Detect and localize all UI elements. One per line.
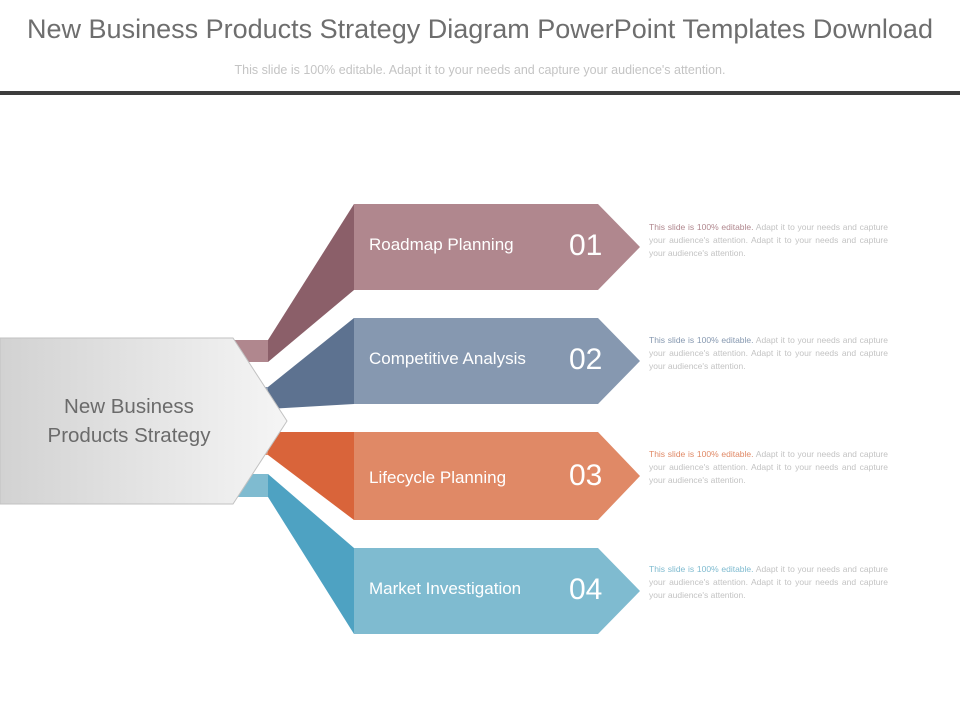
connector-ribbon-4: [268, 474, 354, 634]
item-number-04: 04: [569, 573, 603, 606]
item-label-roadmap-planning: Roadmap Planning: [369, 235, 514, 254]
connector-ribbon-2: [268, 318, 354, 409]
slide-title: New Business Products Strategy Diagram P…: [27, 14, 933, 44]
item-description-rest-4: Adapt it to your needs and capture your …: [649, 564, 888, 600]
item-number-01: 01: [569, 229, 603, 262]
slide-subtitle: This slide is 100% editable. Adapt it to…: [234, 63, 726, 77]
item-description-lead-4: This slide is 100% editable.: [649, 564, 754, 574]
item-label-competitive-analysis: Competitive Analysis: [369, 349, 526, 368]
item-description-lead-2: This slide is 100% editable.: [649, 335, 754, 345]
item-description-lead-3: This slide is 100% editable.: [649, 449, 754, 459]
item-description-rest-3: Adapt it to your needs and capture your …: [649, 449, 888, 485]
item-description-2: This slide is 100% editable. Adapt it to…: [649, 334, 888, 373]
item-description-4: This slide is 100% editable. Adapt it to…: [649, 563, 888, 602]
item-label-lifecycle-planning: Lifecycle Planning: [369, 468, 507, 487]
item-description-rest-2: Adapt it to your needs and capture your …: [649, 335, 888, 371]
arrow-box-4: [354, 548, 640, 634]
item-number-03: 03: [569, 459, 603, 492]
arrow-box-1: [354, 204, 640, 290]
item-description-lead-1: This slide is 100% editable.: [649, 222, 754, 232]
item-label-market-investigation: Market Investigation: [369, 579, 522, 598]
connector-ribbon-1: [268, 204, 354, 362]
arrow-box-3: [354, 432, 640, 520]
center-hub-line-1: New Business: [64, 395, 194, 418]
item-description-3: This slide is 100% editable. Adapt it to…: [649, 448, 888, 487]
item-description-rest-1: Adapt it to your needs and capture your …: [649, 222, 888, 258]
center-hub-shape: [0, 337, 288, 505]
center-hub-label: New Business Products Strategy: [18, 392, 240, 450]
title-divider: [0, 91, 960, 95]
item-number-02: 02: [569, 343, 603, 376]
item-description-1: This slide is 100% editable. Adapt it to…: [649, 221, 888, 260]
connector-ribbon-3: [268, 432, 354, 520]
arrow-box-2: [354, 318, 640, 404]
center-hub-line-2: Products Strategy: [47, 424, 211, 447]
